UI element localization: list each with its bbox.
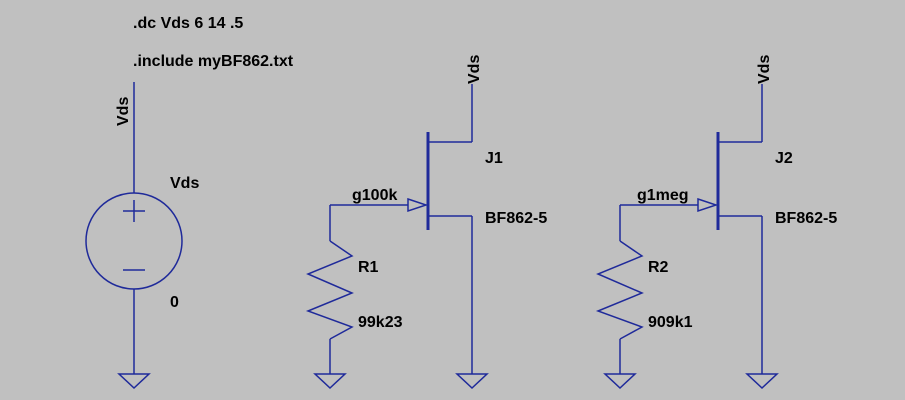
r2-value-label[interactable]: 909k1	[648, 314, 693, 331]
ground-symbol-j2	[745, 373, 779, 390]
j2-model-label[interactable]: BF862-5	[775, 210, 837, 227]
r2-zigzag	[595, 240, 644, 340]
include-directive[interactable]: .include myBF862.txt	[133, 53, 294, 70]
resistor-r1[interactable]: R1 99k23	[305, 205, 403, 390]
r1-zigzag	[305, 240, 354, 340]
gate-net-label-g1meg[interactable]: g1meg	[637, 187, 689, 204]
source-value-label[interactable]: 0	[170, 294, 179, 311]
r1-name-label[interactable]: R1	[358, 259, 379, 276]
dc-sweep-directive[interactable]: .dc Vds 6 14 .5	[133, 15, 243, 32]
j1-name-label[interactable]: J1	[485, 150, 503, 167]
voltage-source-vds[interactable]: Vds Vds 0	[85, 82, 199, 390]
vds-net-label-j1[interactable]: Vds	[466, 55, 483, 84]
ground-symbol-source	[117, 373, 151, 390]
jfet-j1[interactable]: Vds J1 BF862-5 g100k	[330, 55, 547, 390]
vds-net-label-source[interactable]: Vds	[115, 97, 132, 126]
j2-gate-arrow	[697, 197, 719, 213]
jfet-j2[interactable]: Vds J2 BF862-5 g1meg	[620, 55, 837, 390]
ground-symbol-r1	[313, 373, 347, 390]
source-name-label[interactable]: Vds	[170, 175, 199, 192]
j1-gate-arrow	[407, 197, 429, 213]
ground-symbol-r2	[603, 373, 637, 390]
r2-name-label[interactable]: R2	[648, 259, 669, 276]
j2-name-label[interactable]: J2	[775, 150, 793, 167]
j1-model-label[interactable]: BF862-5	[485, 210, 547, 227]
ground-symbol-j1	[455, 373, 489, 390]
gate-net-label-g100k[interactable]: g100k	[352, 187, 397, 204]
resistor-r2[interactable]: R2 909k1	[595, 205, 693, 390]
vds-net-label-j2[interactable]: Vds	[756, 55, 773, 84]
r1-value-label[interactable]: 99k23	[358, 314, 403, 331]
